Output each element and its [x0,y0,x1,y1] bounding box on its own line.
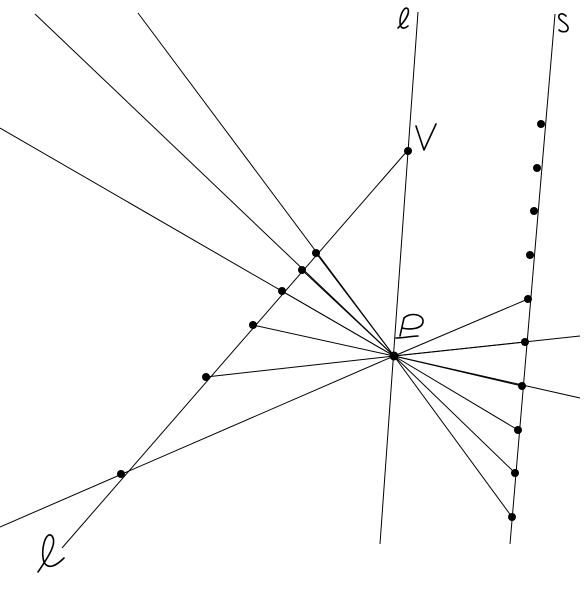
ray-P-to-s-1 [393,298,529,357]
label-l-bottom-glyph [37,534,65,573]
point-s-3 [530,207,538,215]
ray-P-to-l-2 [301,269,395,357]
point-s-9 [511,469,519,477]
line-s [509,13,556,545]
label-V-glyph [415,123,437,151]
point-s-4 [526,251,534,259]
point-l-3 [278,287,286,295]
point-l-2 [298,266,306,274]
label-s-top-glyph [558,13,569,33]
point-s-6 [521,338,529,346]
point-s-2 [533,164,541,172]
ray-P-to-l-4 [252,324,395,357]
label-P-glyph [395,313,424,339]
point-s-1 [537,120,545,128]
point-l-4 [249,321,257,329]
ray-bottom-left [0,355,395,528]
ray-P-to-s-2 [393,341,526,357]
line-l-vertical [379,11,419,545]
point-l-6 [117,470,125,478]
ray-P-to-l-5 [205,355,395,378]
point-s-8 [514,426,522,434]
ray-top-left-1 [34,13,395,357]
ray-P-to-s-3 [393,355,523,387]
label-l-top-glyph [397,7,410,29]
point-s-5 [524,295,532,303]
point-P [389,351,399,361]
point-s-7 [518,382,526,390]
point-l-1 [312,249,320,257]
point-V [404,147,412,155]
ray-P-to-l-3 [281,290,395,357]
line-l-slanted [61,149,409,549]
ray-P-to-l-1 [315,252,395,357]
ray-P-to-s-4 [393,355,519,431]
ray-P-to-s-6 [393,355,513,518]
ray-P-to-s-5 [393,355,516,474]
point-s-10 [508,513,516,521]
point-l-5 [202,373,210,381]
